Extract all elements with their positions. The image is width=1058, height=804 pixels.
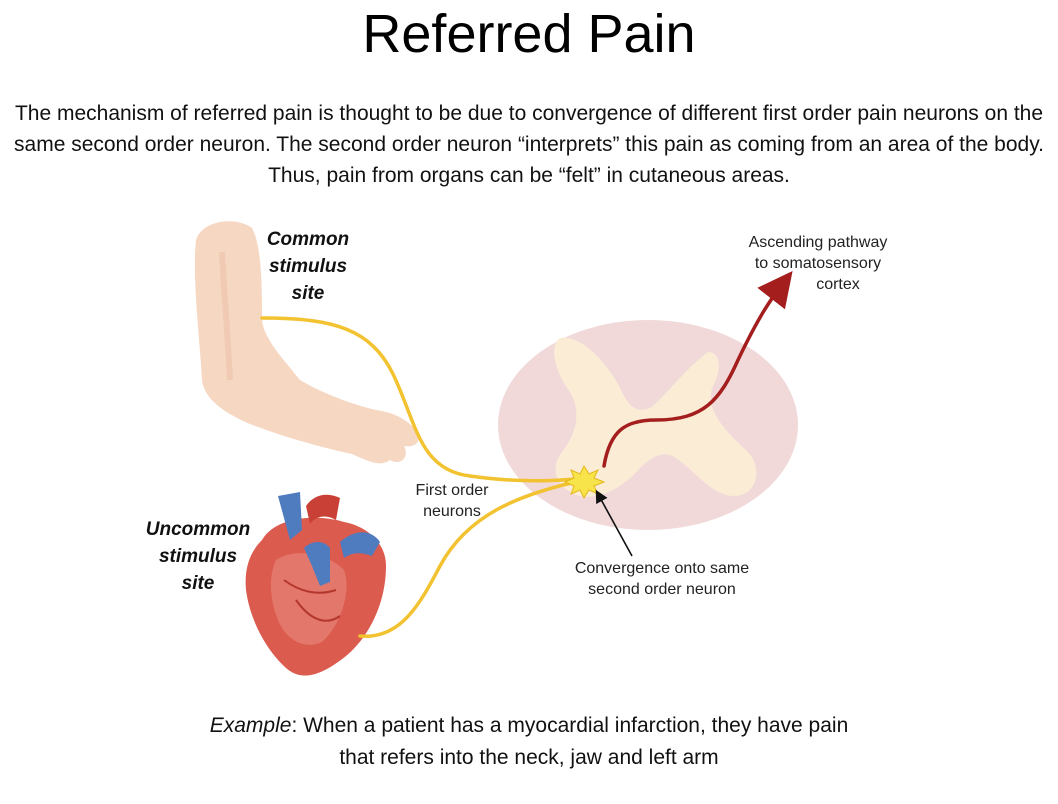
convergence-label: Convergence onto same second order neuro… — [574, 560, 750, 598]
example-line1: : When a patient has a myocardial infarc… — [291, 714, 849, 737]
convergence-pointer — [595, 489, 633, 557]
example-prefix: Example — [209, 714, 292, 737]
convergence-burst — [563, 464, 606, 500]
common-site-label: Common stimulus site — [266, 229, 350, 304]
heart-illustration — [245, 492, 386, 676]
uncommon-site-label: Uncommon stimulus site — [145, 519, 251, 594]
spinal-cord-section — [498, 320, 798, 530]
ascending-pathway — [602, 270, 793, 468]
page-title: Referred Pain — [362, 4, 696, 64]
arm-illustration — [194, 221, 420, 464]
example-line2: that refers into the neck, jaw and left … — [339, 746, 719, 769]
first-order-label: First order neurons — [415, 482, 489, 520]
example-text: Example: When a patient has a myocardial… — [0, 710, 1058, 774]
nerve-from-arm — [260, 316, 586, 483]
ascending-pathway-label: Ascending pathway to somatosensory corte… — [748, 234, 888, 293]
intro-paragraph: The mechanism of referred pain is though… — [14, 102, 1044, 187]
nerve-from-heart — [358, 478, 586, 638]
